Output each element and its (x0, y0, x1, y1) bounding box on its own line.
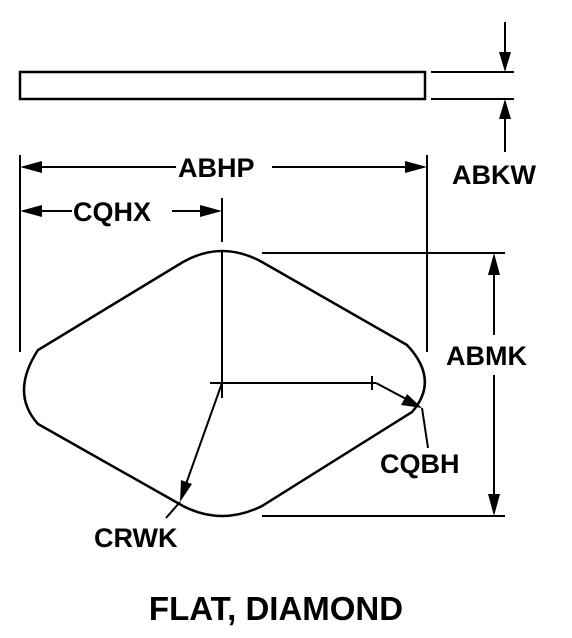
center-lines (210, 252, 376, 398)
cqbh-label: CQBH (380, 449, 460, 479)
cqhx-label: CQHX (73, 197, 151, 227)
diamond-outline (22, 249, 426, 518)
cqbh-leader (375, 382, 429, 449)
diagram-title: FLAT, DIAMOND (149, 590, 403, 627)
crwk-leader (165, 382, 223, 519)
crwk-label: CRWK (94, 523, 178, 553)
abkw-dimension (431, 22, 514, 152)
abmk-dimension (262, 252, 505, 517)
abkw-label: ABKW (452, 160, 536, 190)
cqhx-dimension (20, 198, 223, 242)
abhp-label: ABHP (178, 153, 255, 183)
side-view-bar (18, 70, 427, 101)
abmk-label: ABMK (446, 341, 527, 371)
